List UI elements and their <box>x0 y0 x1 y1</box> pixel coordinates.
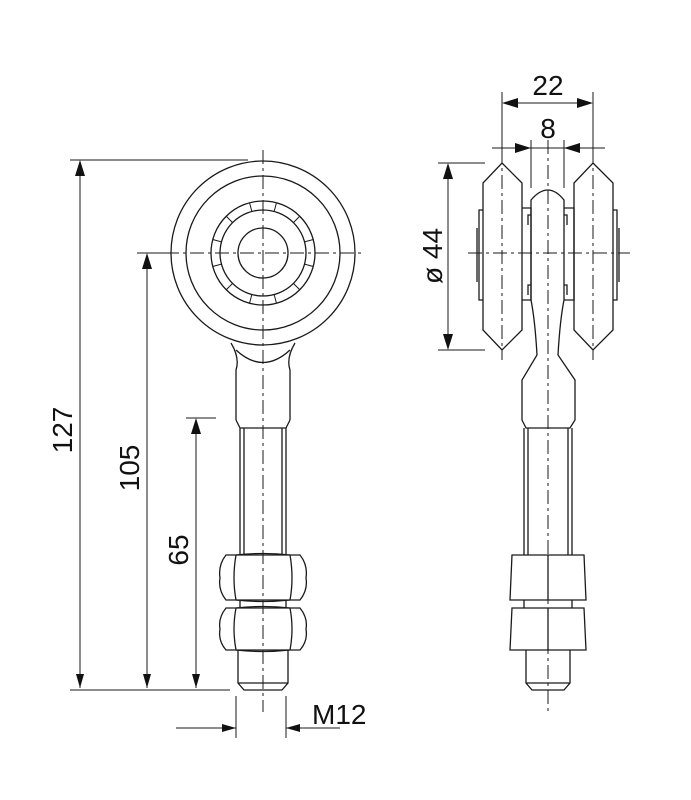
bearing-roller <box>273 294 277 304</box>
bearing-roller <box>212 239 222 243</box>
dim-wheel-span: 22 <box>532 70 563 101</box>
bearing-roller <box>225 283 233 291</box>
front-view: 22 8 ø 44 <box>417 70 630 712</box>
side-view: 127 105 65 M12 <box>47 150 366 738</box>
dimension-lines <box>70 159 340 738</box>
bearing-roller <box>293 283 301 291</box>
bearing-roller <box>249 294 253 304</box>
dim-thread-length: 65 <box>163 534 194 565</box>
bearing-roller <box>304 263 314 267</box>
dim-wheel-diameter: ø 44 <box>417 228 448 284</box>
dim-axle-to-end: 105 <box>114 445 145 492</box>
dim-thread-size: M12 <box>312 699 366 730</box>
dim-fork-gap: 8 <box>540 113 556 144</box>
bearing-roller <box>249 202 253 212</box>
bearing-roller <box>212 263 222 267</box>
bearing-roller <box>273 202 277 212</box>
bearing-roller <box>293 215 301 223</box>
bearing-roller <box>304 239 314 243</box>
bearing-roller <box>225 215 233 223</box>
dim-overall-height: 127 <box>47 407 78 454</box>
